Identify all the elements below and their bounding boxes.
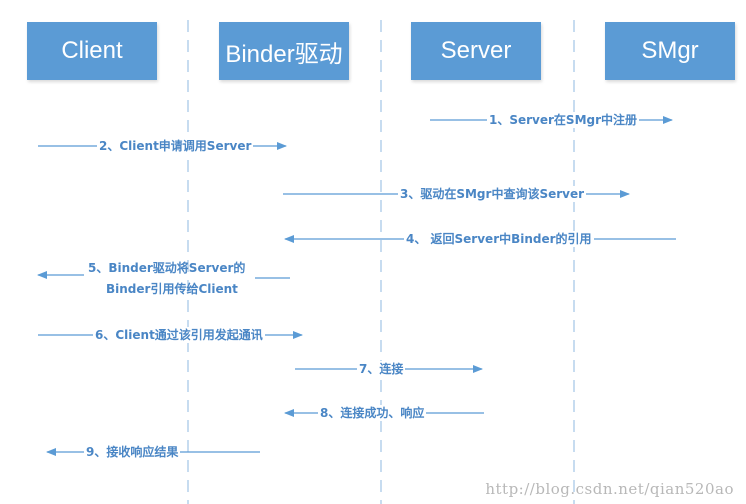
actor-smgr-label: SMgr	[641, 37, 699, 64]
message-4-label: 4、 返回Server中Binder的引用	[404, 231, 594, 247]
message-9-label: 9、接收响应结果	[84, 444, 181, 460]
actor-binder-driver: Binder驱动	[219, 22, 349, 80]
message-6-label: 6、Client通过该引用发起通讯	[93, 327, 265, 343]
message-5-line2: Binder引用传给Client	[106, 282, 238, 296]
actor-binder-label: Binder驱动	[225, 40, 343, 68]
message-7-label: 7、连接	[357, 361, 406, 377]
message-1-label: 1、Server在SMgr中注册	[487, 112, 640, 128]
actor-smgr: SMgr	[605, 22, 735, 80]
actor-server-label: Server	[440, 37, 512, 64]
watermark: http://blog.csdn.net/qian520ao	[485, 480, 734, 498]
message-8-label: 8、连接成功、响应	[318, 405, 427, 421]
message-5-line1: 5、Binder驱动将Server的	[88, 261, 246, 275]
actor-client-label: Client	[61, 37, 123, 64]
message-5-label: 5、Binder驱动将Server的 Binder引用传给Client	[86, 258, 247, 300]
actor-client: Client	[27, 22, 157, 80]
actor-server: Server	[411, 22, 541, 80]
message-3-label: 3、驱动在SMgr中查询该Server	[398, 186, 587, 202]
message-2-label: 2、Client申请调用Server	[97, 138, 254, 154]
